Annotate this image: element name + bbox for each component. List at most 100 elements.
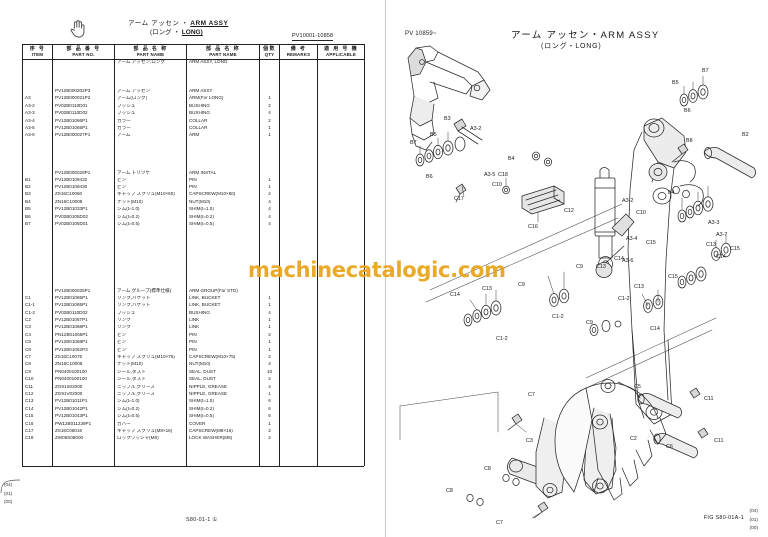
figure-title-en: ARM ASSY [600,30,660,41]
cell-applicable [317,74,365,82]
callout-c13-d: C13 [706,242,716,248]
table-subtitle-jp: (ロング [150,29,172,36]
cell-qty [259,443,280,452]
cell-applicable [317,214,365,222]
cell-remarks [279,192,318,200]
callout-b6-left: B6 [426,174,433,180]
cell-qty: 1 [259,303,280,311]
cell-jp_name [114,81,187,89]
cell-qty [259,273,280,282]
cell-remarks [279,295,318,304]
cell-qty [259,74,280,82]
cell-en_name [186,162,260,171]
cell-jp_name: アーム グループ(標準仕様) [114,288,187,296]
cell-remarks [279,162,318,171]
cell-en_name: COLLAR [186,118,260,126]
cell-qty: 2 [259,332,280,341]
cell-remarks [279,436,318,444]
arm-body [595,117,687,425]
callout-c11-b: C11 [714,438,724,444]
cell-qty: 4 [259,221,280,230]
callout-a3-4: A3-4 [626,236,637,242]
cell-applicable [317,162,365,171]
cell-item: C9 [22,369,53,378]
lockwasher-c18 [502,185,510,195]
cell-item: A3-6 [22,133,53,141]
cell-remarks [279,310,318,319]
cell-applicable [317,192,365,200]
cell-applicable [317,443,365,452]
cell-applicable [317,118,365,126]
cell-part_no: PV12B000025P1 [52,288,115,296]
callout-a3-6: A3-6 [622,258,633,264]
cell-en_name [186,236,260,245]
cell-qty: 1 [259,133,280,141]
cell-item [22,74,53,82]
cell-applicable [317,66,365,75]
cell-qty [259,266,280,274]
cell-en_name: PIN [186,177,260,186]
cell-jp_name: ピン [114,185,187,193]
cell-item: A3-5 [22,125,53,134]
cell-remarks [279,443,318,452]
callout-c10-upper: C10 [636,210,646,216]
cell-jp_name [114,258,187,267]
cell-en_name: PIN [186,332,260,341]
cell-applicable [317,251,365,259]
cell-remarks [279,221,318,230]
column-header-en: ITEM [31,51,44,57]
cell-item [22,458,53,466]
table-row [22,258,365,267]
cell-remarks [279,251,318,259]
shim-stack-right-lower [643,294,664,313]
cell-jp_name: ニップル,グリース [114,384,187,392]
cell-applicable [317,155,365,163]
callout-b7-left: B7 [410,140,417,146]
callout-c16: C16 [528,224,538,230]
callout-c1-2-c: C1-2 [496,336,508,342]
cell-part_no [52,258,115,267]
cell-part_no: PW12B011239P1 [52,421,115,429]
table-row [22,155,365,163]
diagram-callout-labels: B3 B4 B5 B6 B7 B2 B8 B4 B7 B5 B6 A3-2 A3… [410,68,749,526]
callout-c9-a: C9 [576,264,583,270]
capscrew-c17 [455,183,467,203]
shim-stack-lower-left [463,300,502,327]
exploded-assembly-diagram: B3 B4 B5 B6 B7 B2 B8 B4 B7 B5 B6 A3-2 A3… [399,45,756,526]
cell-remarks [279,281,318,289]
cell-remarks [279,362,318,370]
pin-ring-lower-right [648,160,704,207]
callout-c8-b: C8 [446,488,453,494]
cell-part_no [52,281,115,289]
cell-item [22,155,53,163]
table-row [22,236,365,245]
cell-applicable [317,369,365,378]
cell-part_no [52,273,115,282]
table-title-en: ARM ASSY [190,20,229,27]
cell-item: C1-1 [22,303,53,311]
cell-applicable [317,59,365,67]
cell-qty [259,236,280,245]
cell-item: B5 [22,207,53,215]
cell-en_name [186,451,260,459]
cell-item [22,59,53,67]
cell-part_no [52,155,115,163]
cell-en_name [186,155,260,163]
cell-part_no: PV02B0110D02 [52,310,115,319]
cell-remarks [279,74,318,82]
revision-mark-0: (04) [4,482,13,487]
cell-part_no: PV12B000027P1 [52,133,115,141]
cell-remarks [279,332,318,341]
cell-jp_name: シム(t=0.5) [114,414,187,422]
figure-title-jp: アーム アッセン [511,30,590,41]
cell-qty: 10 [259,369,280,378]
cell-qty [259,88,280,97]
cell-part_no: ZS16C08016 [52,428,115,437]
cell-remarks [279,177,318,186]
